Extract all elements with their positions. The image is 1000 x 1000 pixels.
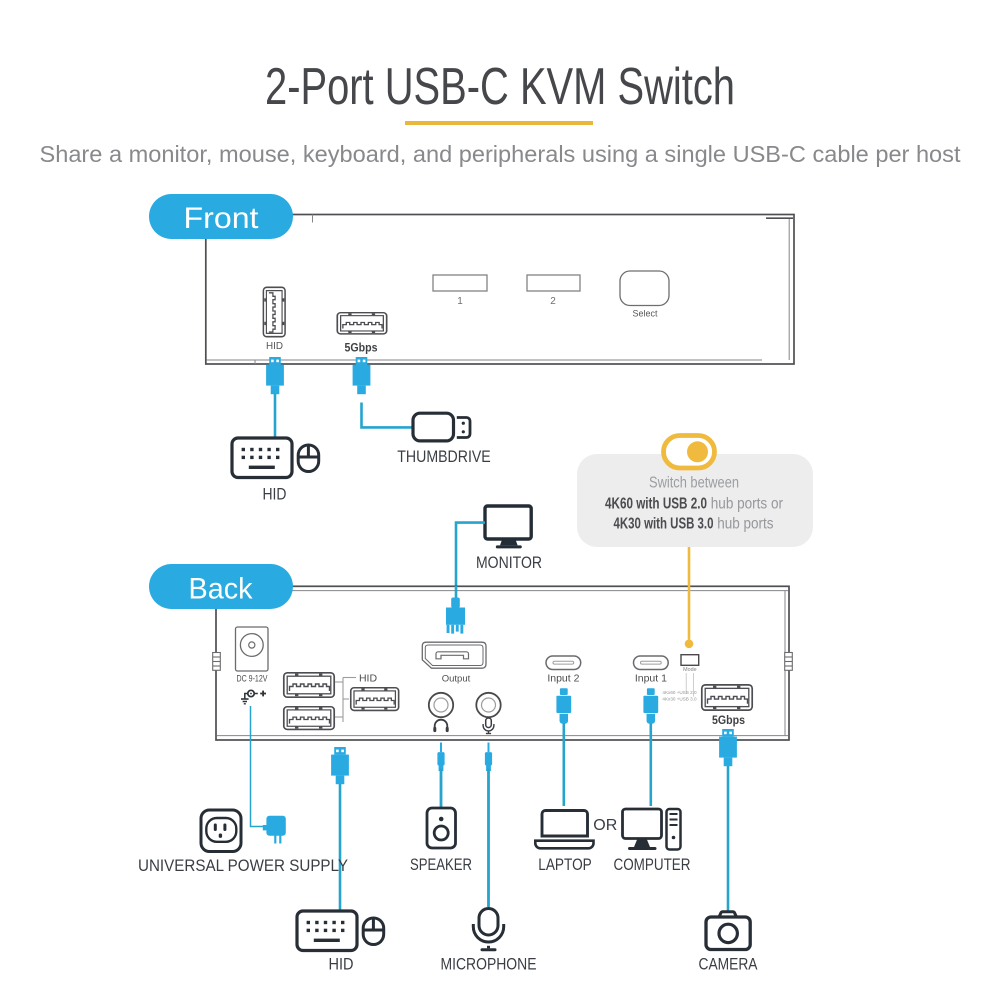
- svg-text:MONITOR: MONITOR: [476, 554, 542, 572]
- svg-text:HID: HID: [263, 486, 287, 504]
- svg-text:4K30 with USB 3.0 hub ports: 4K30 with USB 3.0 hub ports: [614, 516, 774, 533]
- svg-text:THUMBDRIVE: THUMBDRIVE: [397, 448, 491, 466]
- svg-text:4Kx60 +USB 2.0: 4Kx60 +USB 2.0: [662, 690, 697, 695]
- svg-text:DC 9-12V: DC 9-12V: [237, 674, 268, 685]
- svg-text:SPEAKER: SPEAKER: [410, 856, 472, 874]
- svg-text:Select: Select: [633, 309, 658, 320]
- svg-text:Output: Output: [442, 674, 471, 685]
- svg-text:Mode: Mode: [683, 667, 697, 673]
- svg-text:Front: Front: [184, 202, 260, 235]
- svg-text:Share a monitor, mouse, keyboa: Share a monitor, mouse, keyboard, and pe…: [40, 141, 962, 167]
- svg-text:Switch between: Switch between: [649, 475, 739, 492]
- svg-text:HID: HID: [266, 341, 283, 352]
- svg-text:Back: Back: [189, 573, 254, 606]
- svg-text:4K60 with USB 2.0 hub ports or: 4K60 with USB 2.0 hub ports or: [605, 496, 783, 513]
- svg-text:5Gbps: 5Gbps: [345, 341, 378, 355]
- svg-text:HID: HID: [359, 673, 378, 685]
- svg-text:MICROPHONE: MICROPHONE: [441, 956, 537, 974]
- svg-text:CAMERA: CAMERA: [699, 956, 758, 974]
- svg-text:4Kx30 +USB 3.0: 4Kx30 +USB 3.0: [662, 696, 697, 701]
- svg-text:Input 2: Input 2: [547, 673, 579, 685]
- svg-text:2-Port USB-C KVM Switch: 2-Port USB-C KVM Switch: [265, 58, 735, 116]
- svg-text:LAPTOP: LAPTOP: [538, 856, 592, 874]
- svg-text:2: 2: [550, 296, 556, 307]
- svg-text:5Gbps: 5Gbps: [712, 713, 745, 727]
- svg-text:COMPUTER: COMPUTER: [614, 856, 691, 874]
- svg-text:OR: OR: [593, 817, 617, 834]
- svg-text:1: 1: [457, 296, 463, 307]
- svg-text:UNIVERSAL POWER SUPPLY: UNIVERSAL POWER SUPPLY: [138, 857, 348, 875]
- svg-text:HID: HID: [329, 956, 354, 974]
- svg-text:Input 1: Input 1: [635, 673, 667, 685]
